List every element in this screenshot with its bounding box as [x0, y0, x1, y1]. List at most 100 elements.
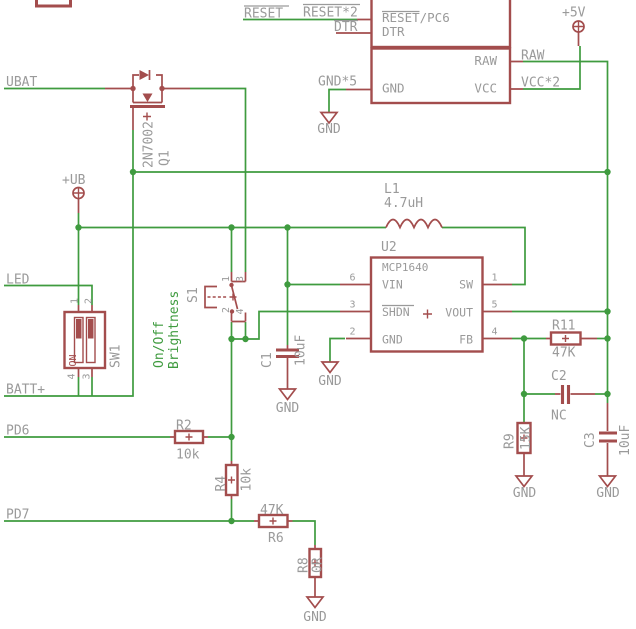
r4-name: R4: [214, 476, 229, 492]
cropped-frame: [35, 0, 72, 8]
svg-text:GND: GND: [276, 401, 300, 416]
s1-num-2: 2: [221, 307, 232, 313]
wires: [4, 18, 609, 545]
u2-num-vin: 6: [349, 273, 355, 284]
pin-label-reset-pc6: RESET/PC6: [382, 10, 450, 25]
pin-label-raw: RAW: [474, 53, 497, 68]
net-label-reset2[interactable]: RESET*2: [303, 3, 360, 21]
junction-dots: [75, 168, 611, 525]
component-sw1-dip-switch[interactable]: ON SW1 1 2 4 3: [63, 298, 124, 380]
net-label-batt[interactable]: BATT+: [6, 383, 45, 398]
component-r8-resistor[interactable]: R8 0R: [297, 545, 326, 597]
c3-value: 10uF: [618, 425, 633, 456]
svg-text:DTR: DTR: [334, 20, 358, 35]
sw1-num-3: 3: [82, 373, 93, 379]
u2-num-fb: 4: [491, 327, 497, 338]
svg-text:GND: GND: [596, 486, 620, 501]
component-r9-resistor[interactable]: R9 15K: [503, 421, 535, 476]
gnd-symbol-r8[interactable]: GND: [303, 596, 327, 625]
component-c3-capacitor[interactable]: C3 10uF: [583, 403, 633, 476]
component-r6-resistor[interactable]: 47K R6: [254, 503, 293, 546]
svg-text:GND: GND: [303, 610, 327, 625]
gnd-symbol-u2[interactable]: GND: [318, 361, 342, 389]
u2-pin-fb: FB: [459, 333, 473, 347]
r9-name: R9: [503, 433, 518, 449]
gnd-symbol-c1[interactable]: GND: [276, 388, 300, 416]
annotation-brightness: Brightness: [167, 291, 182, 369]
c2-value: NC: [551, 409, 567, 424]
gnd-symbol-r9[interactable]: GND: [513, 475, 537, 501]
c1-name: C1: [260, 352, 275, 368]
svg-text:+5V: +5V: [562, 6, 586, 21]
u2-pin-vin: VIN: [382, 278, 403, 292]
r8-name: R8: [297, 557, 312, 573]
r4-value: 10k: [240, 468, 255, 492]
net-label-gnd5[interactable]: GND*5: [318, 75, 357, 90]
l1-name: L1: [384, 182, 400, 197]
component-c1-capacitor[interactable]: C1 10uF: [260, 335, 309, 389]
s1-num-1: 1: [221, 276, 232, 282]
net-label-led[interactable]: LED: [6, 273, 30, 288]
svg-text:GND: GND: [317, 122, 341, 137]
component-q1-mosfet[interactable]: 2N7002 Q1: [105, 70, 190, 168]
u2-name: U2: [381, 240, 397, 255]
l1-value: 4.7uH: [384, 196, 423, 211]
s1-name: S1: [186, 287, 201, 303]
module-pro-mini[interactable]: RESET/PC6 DTR RAW GND VCC: [336, 0, 523, 105]
component-u2-mcp1640[interactable]: U2 MCP1640 VIN SW SHDN VOUT GND FB 6 3 2…: [340, 240, 512, 353]
pin-label-dtr: DTR: [382, 24, 405, 39]
u2-pin-sw: SW: [459, 278, 473, 292]
component-c2-capacitor[interactable]: C2 NC: [551, 369, 595, 424]
sw1-num-1: 1: [70, 298, 81, 304]
component-r2-resistor[interactable]: R2 10k: [170, 419, 208, 463]
svg-text:RESET: RESET: [244, 7, 283, 22]
net-label-pd7[interactable]: PD7: [6, 508, 29, 523]
u2-num-sw: 1: [491, 273, 497, 284]
u2-num-shdn: 3: [349, 300, 355, 311]
svg-text:RESET*2: RESET*2: [303, 6, 358, 21]
u2-num-vout: 5: [491, 300, 497, 311]
svg-text:+UB: +UB: [62, 173, 86, 188]
gnd-symbol-c3[interactable]: GND: [596, 475, 620, 501]
r8-value: 0R: [311, 557, 326, 573]
svg-text:GND: GND: [318, 374, 342, 389]
c2-name: C2: [551, 369, 567, 384]
q1-value: 2N7002: [142, 121, 157, 168]
net-label-raw[interactable]: RAW: [521, 49, 545, 64]
u2-num-gnd: 2: [349, 327, 355, 338]
r9-value: 15K: [519, 426, 534, 450]
net-label-pd6[interactable]: PD6: [6, 424, 29, 439]
pin-label-gnd: GND: [382, 81, 405, 96]
supply-plus-ub[interactable]: +UB: [62, 173, 86, 213]
supply-plus5v[interactable]: +5V: [562, 6, 586, 47]
u2-pin-gnd: GND: [382, 333, 403, 347]
component-l1-inductor[interactable]: L1 4.7uH: [384, 182, 443, 230]
net-label-ubat[interactable]: UBAT: [6, 75, 37, 90]
component-r4-resistor[interactable]: R4 10k: [214, 461, 255, 499]
r6-value: 47K: [260, 503, 284, 518]
annotation-on-off-brightness: On/Off Brightness: [152, 291, 182, 369]
r11-name: R11: [552, 319, 575, 334]
u2-pin-vout: VOUT: [445, 306, 473, 320]
r6-name: R6: [268, 531, 284, 546]
s1-num-3: 3: [235, 276, 246, 282]
pin-label-vcc: VCC: [474, 81, 497, 96]
component-r11-resistor[interactable]: R11 47K: [546, 319, 597, 361]
component-s1-switch[interactable]: S1 1 3 2 4: [186, 272, 247, 323]
net-label-vcc2[interactable]: VCC*2: [521, 76, 560, 91]
sw1-on-label: ON: [68, 354, 79, 366]
sw1-num-4: 4: [67, 373, 78, 379]
net-label-reset[interactable]: RESET: [244, 5, 289, 22]
u2-pin-shdn: SHDN: [382, 305, 410, 319]
u2-value: MCP1640: [382, 261, 428, 274]
c1-value: 10uF: [294, 335, 309, 366]
c3-name: C3: [583, 432, 598, 448]
gnd-symbol-module[interactable]: GND: [317, 111, 341, 138]
svg-text:GND: GND: [513, 486, 537, 501]
sw1-name: SW1: [109, 345, 124, 368]
annotation-onoff: On/Off: [152, 321, 167, 368]
s1-num-4: 4: [235, 308, 246, 314]
net-label-dtr[interactable]: DTR: [334, 19, 358, 35]
sw1-num-2: 2: [84, 298, 95, 304]
